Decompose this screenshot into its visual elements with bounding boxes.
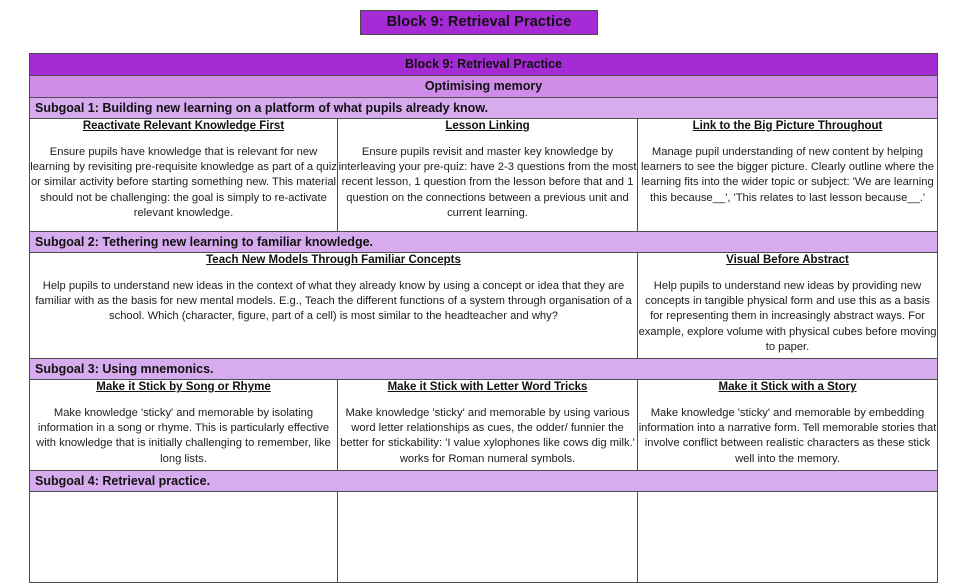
- subgoal-2-header-row: Subgoal 2: Tethering new learning to fam…: [28, 231, 939, 253]
- card-s4-c2: [337, 491, 638, 583]
- table-sub-header: Optimising memory: [28, 75, 939, 98]
- card-s3-c3: Make it Stick with a Story Make knowledg…: [636, 379, 939, 471]
- table-sub-header-row: Optimising memory: [28, 75, 939, 98]
- subgoal-3-header-row: Subgoal 3: Using mnemonics.: [28, 358, 939, 380]
- subgoal-1-header-row: Subgoal 1: Building new learning on a pl…: [28, 97, 939, 119]
- card-title: Make it Stick by Song or Rhyme: [96, 381, 271, 393]
- table-main-header: Block 9: Retrieval Practice: [28, 53, 939, 76]
- card-s2-c1: Teach New Models Through Familiar Concep…: [29, 252, 638, 359]
- card-title: Lesson Linking: [445, 120, 530, 132]
- subgoal-4-content-row: [29, 491, 939, 583]
- card-s3-c2: Make it Stick with Letter Word Tricks Ma…: [337, 379, 638, 471]
- subgoal-3-label: Subgoal 3: Using mnemonics.: [28, 358, 939, 380]
- card-s1-c3: Link to the Big Picture Throughout Manag…: [636, 118, 939, 232]
- title-badge-container: Block 9: Retrieval Practice: [0, 10, 958, 35]
- subgoal-4-label: Subgoal 4: Retrieval practice.: [28, 470, 939, 492]
- card-title: Make it Stick with a Story: [718, 381, 857, 393]
- card-title: Teach New Models Through Familiar Concep…: [206, 254, 461, 266]
- card-s1-c2: Lesson Linking Ensure pupils revisit and…: [337, 118, 638, 232]
- page-title-badge: Block 9: Retrieval Practice: [359, 10, 599, 35]
- subgoal-3-content-row: Make it Stick by Song or Rhyme Make know…: [29, 379, 939, 471]
- card-body: Make knowledge 'sticky' and memorable by…: [36, 407, 331, 465]
- subgoal-2-label: Subgoal 2: Tethering new learning to fam…: [28, 231, 939, 253]
- card-s4-c3: [636, 491, 939, 583]
- card-title: Reactivate Relevant Knowledge First: [82, 120, 285, 132]
- card-s4-c1: [29, 491, 338, 583]
- card-body: Help pupils to understand new ideas in t…: [35, 280, 632, 323]
- document-page: Block 9: Retrieval Practice Block 9: Ret…: [0, 10, 958, 583]
- card-s3-c1: Make it Stick by Song or Rhyme Make know…: [29, 379, 338, 471]
- subgoal-1-label: Subgoal 1: Building new learning on a pl…: [28, 97, 939, 119]
- subgoal-4-header-row: Subgoal 4: Retrieval practice.: [28, 470, 939, 492]
- card-title: Link to the Big Picture Throughout: [692, 120, 883, 132]
- card-body: Ensure pupils revisit and master key kno…: [338, 146, 637, 219]
- card-s2-c2: Visual Before Abstract Help pupils to un…: [636, 252, 939, 359]
- card-body: Make knowledge 'sticky' and memorable by…: [340, 407, 635, 465]
- card-s1-c1: Reactivate Relevant Knowledge First Ensu…: [29, 118, 338, 232]
- subgoal-1-content-row: Reactivate Relevant Knowledge First Ensu…: [29, 118, 939, 232]
- card-body: Make knowledge 'sticky' and memorable by…: [638, 407, 937, 465]
- subgoal-2-content-row: Teach New Models Through Familiar Concep…: [29, 252, 939, 359]
- card-body: Help pupils to understand new ideas by p…: [638, 280, 937, 353]
- retrieval-practice-table: Block 9: Retrieval Practice Optimising m…: [28, 53, 939, 583]
- card-body: Manage pupil understanding of new conten…: [641, 146, 934, 204]
- table-main-header-row: Block 9: Retrieval Practice: [28, 53, 939, 76]
- card-title: Make it Stick with Letter Word Tricks: [387, 381, 588, 393]
- card-body: Ensure pupils have knowledge that is rel…: [30, 146, 337, 219]
- card-title: Visual Before Abstract: [726, 254, 849, 266]
